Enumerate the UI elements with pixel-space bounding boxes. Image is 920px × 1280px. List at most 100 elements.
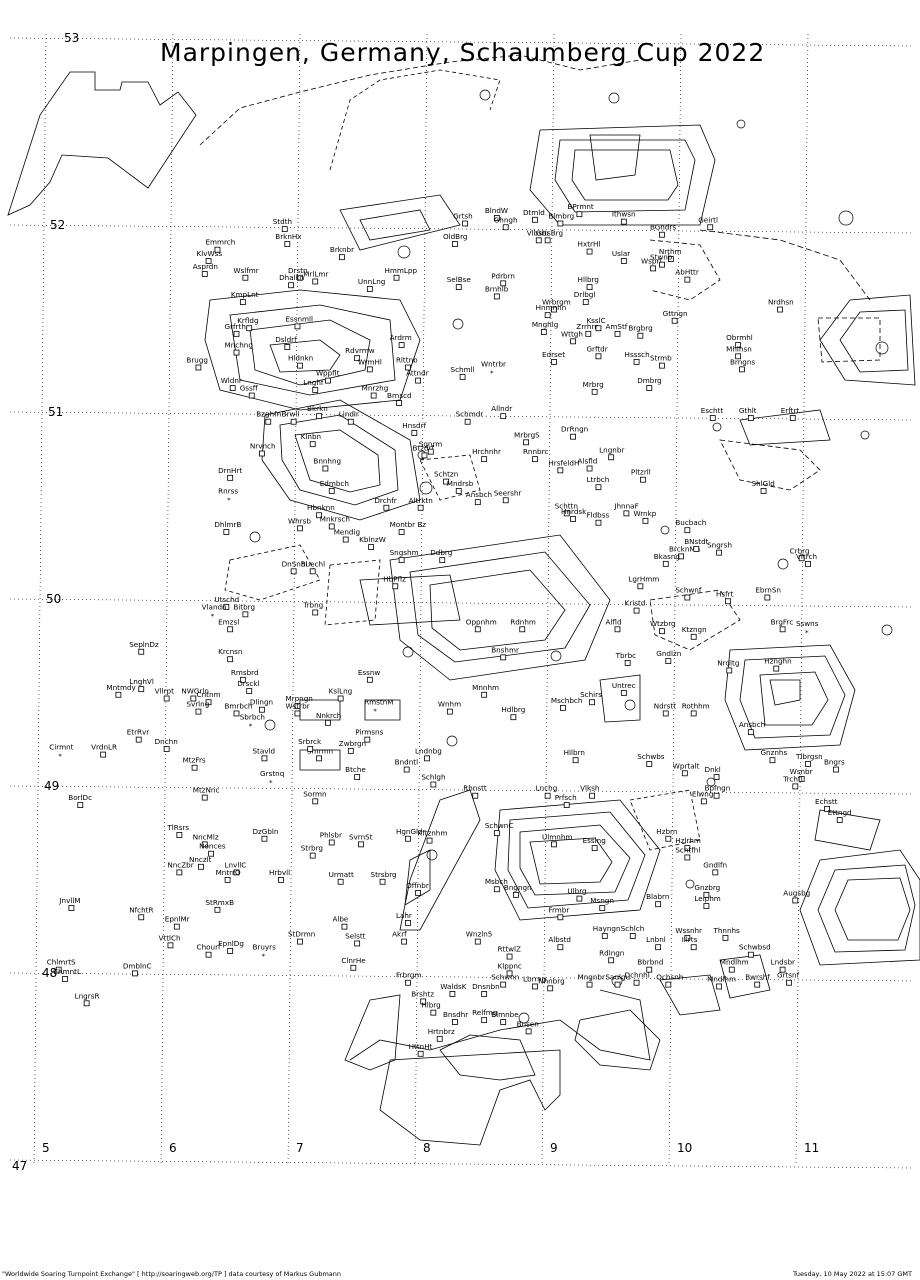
turnpoint[interactable]: Hzlrhm [675, 836, 701, 851]
turnpoint[interactable]: Klppnc [498, 961, 522, 977]
turnpoint[interactable]: Sngrsh [707, 541, 732, 556]
turnpoint[interactable]: Ettngd [828, 808, 852, 823]
turnpoint[interactable]: KblnzW [359, 535, 386, 550]
turnpoint[interactable]: Nnczlt [189, 855, 212, 870]
turnpoint[interactable]: Bnshmr [491, 645, 519, 661]
turnpoint[interactable]: Hrchnhr [472, 447, 501, 463]
turnpoint[interactable]: Trbng [302, 600, 323, 616]
turnpoint[interactable]: Altrktn [409, 496, 433, 511]
turnpoint[interactable]: Wtzbrg [650, 619, 676, 635]
turnpoint[interactable]: Wstrbr [285, 701, 310, 717]
turnpoint[interactable]: Wnhm [438, 700, 461, 715]
turnpoint[interactable]: Emmrch [205, 238, 235, 253]
turnpoint[interactable]: Schtzn [434, 470, 458, 485]
turnpoint[interactable]: Frmbr [548, 905, 569, 921]
turnpoint[interactable]: Bkasng [654, 552, 680, 567]
turnpoint[interactable]: HbPflz [383, 574, 406, 590]
turnpoint[interactable]: Bkrkn [307, 404, 328, 420]
turnpoint[interactable]: KslLng [329, 687, 353, 702]
turnpoint[interactable]: EpnlDg [218, 939, 244, 954]
turnpoint[interactable]: Crbrg [790, 546, 810, 562]
turnpoint[interactable]: Bnsen [517, 1019, 539, 1035]
turnpoint[interactable]: Dnsnbn [472, 982, 500, 997]
turnpoint[interactable]: *Bruyrs [252, 943, 276, 961]
turnpoint[interactable]: ChlmrtS [47, 958, 76, 973]
turnpoint[interactable]: GrtsBrg [536, 228, 563, 244]
turnpoint[interactable]: Lngnbr [599, 445, 624, 461]
turnpoint[interactable]: Bnnhng [313, 456, 341, 472]
turnpoint[interactable]: Mnnhm [472, 683, 499, 698]
turnpoint[interactable]: Nnkrch [316, 711, 341, 726]
turnpoint[interactable]: AbHttr [675, 268, 699, 283]
turnpoint[interactable]: Oppnhm [466, 617, 497, 633]
turnpoint[interactable]: Tlbrgsn [795, 752, 823, 767]
turnpoint[interactable]: ClnrHe [341, 956, 366, 971]
turnpoint[interactable]: HrsfeldH [548, 458, 579, 474]
turnpoint[interactable]: LgrHmm [628, 574, 659, 590]
turnpoint[interactable]: Nrdhsn [768, 298, 794, 313]
turnpoint[interactable]: Asprdn [193, 262, 218, 277]
turnpoint[interactable]: BrcknMn [669, 544, 700, 560]
turnpoint[interactable]: ChmntL [53, 967, 81, 982]
turnpoint[interactable]: Eschtt [701, 406, 724, 421]
turnpoint[interactable]: Ithwsn [612, 210, 636, 225]
turnpoint[interactable]: Sgnrm [419, 440, 443, 455]
turnpoint[interactable]: Essing [583, 836, 606, 851]
turnpoint[interactable]: Klnbn [301, 432, 321, 448]
turnpoint[interactable]: Msngn [590, 896, 614, 911]
turnpoint[interactable]: Mschbch [551, 696, 583, 711]
turnpoint[interactable]: Wppflt [316, 369, 340, 384]
turnpoint[interactable]: Bmrbch [225, 701, 253, 717]
turnpoint[interactable]: BorlDc [68, 793, 92, 808]
turnpoint[interactable]: Tbrbc [615, 651, 636, 666]
turnpoint[interactable]: Bucbach [675, 518, 706, 534]
turnpoint[interactable]: Lndsbr [771, 958, 795, 973]
turnpoint[interactable]: Brgbrg [628, 324, 653, 339]
turnpoint[interactable]: VttlCh [158, 933, 181, 949]
turnpoint[interactable]: Bzghfn [256, 410, 281, 425]
turnpoint[interactable]: KlvWss [197, 249, 223, 264]
turnpoint[interactable]: Urmatt [329, 870, 354, 885]
turnpoint[interactable]: Brnhlb [485, 284, 509, 300]
turnpoint[interactable]: *Sswns [796, 619, 819, 637]
turnpoint[interactable]: *Vlandn [202, 602, 227, 620]
turnpoint[interactable]: Rdlngn [599, 948, 624, 964]
turnpoint[interactable]: Lnchg [536, 784, 558, 799]
turnpoint[interactable]: Mendig [334, 528, 360, 543]
turnpoint[interactable]: Schwbsd [739, 943, 771, 958]
turnpoint[interactable]: Bbrbnd [637, 958, 663, 973]
turnpoint[interactable]: Seershr [494, 488, 522, 504]
turnpoint[interactable]: Brwll [282, 410, 300, 425]
turnpoint[interactable]: Hlbrg [421, 1001, 441, 1016]
turnpoint[interactable]: Mrpngn [285, 694, 313, 709]
turnpoint[interactable]: Hrbvll [269, 868, 290, 883]
turnpoint[interactable]: Nhnbrg [538, 976, 565, 992]
turnpoint[interactable]: Mntmdy [106, 683, 137, 698]
turnpoint[interactable]: *RmstnM [364, 698, 393, 716]
turnpoint[interactable]: Mngnbr [578, 973, 605, 988]
turnpoint[interactable]: BlndW [485, 206, 508, 221]
turnpoint[interactable]: Obrmhl [726, 333, 753, 348]
turnpoint[interactable]: BGndrs [650, 223, 676, 238]
turnpoint[interactable]: Hzbrn [656, 827, 677, 842]
turnpoint[interactable]: Montbr Bz [390, 520, 427, 535]
turnpoint[interactable]: Drlbgl [574, 290, 596, 305]
turnpoint[interactable]: ShlGld [752, 479, 775, 494]
turnpoint[interactable]: Rnnbrc [523, 447, 548, 463]
turnpoint[interactable]: Uslar [612, 249, 630, 264]
turnpoint[interactable]: Nonces [199, 842, 226, 857]
turnpoint[interactable]: StRmxB [205, 898, 234, 913]
turnpoint[interactable]: Schlch [621, 924, 645, 939]
turnpoint[interactable]: Utschd [214, 595, 239, 610]
turnpoint[interactable]: Attndr [406, 369, 429, 384]
turnpoint[interactable]: Vltrch [796, 552, 817, 567]
turnpoint[interactable]: EtrRvr [127, 728, 150, 743]
turnpoint[interactable]: Hnsdrf [402, 421, 427, 436]
turnpoint[interactable]: Lahr [396, 911, 412, 926]
turnpoint[interactable]: Wrbrgm [542, 298, 571, 313]
turnpoint[interactable]: Gnzbrg [694, 883, 720, 898]
turnpoint[interactable]: HgnGld [396, 827, 423, 842]
turnpoint[interactable]: Nrthm [659, 247, 682, 262]
turnpoint[interactable]: SchwnC [485, 821, 514, 837]
turnpoint[interactable]: LngrsR [75, 991, 100, 1007]
